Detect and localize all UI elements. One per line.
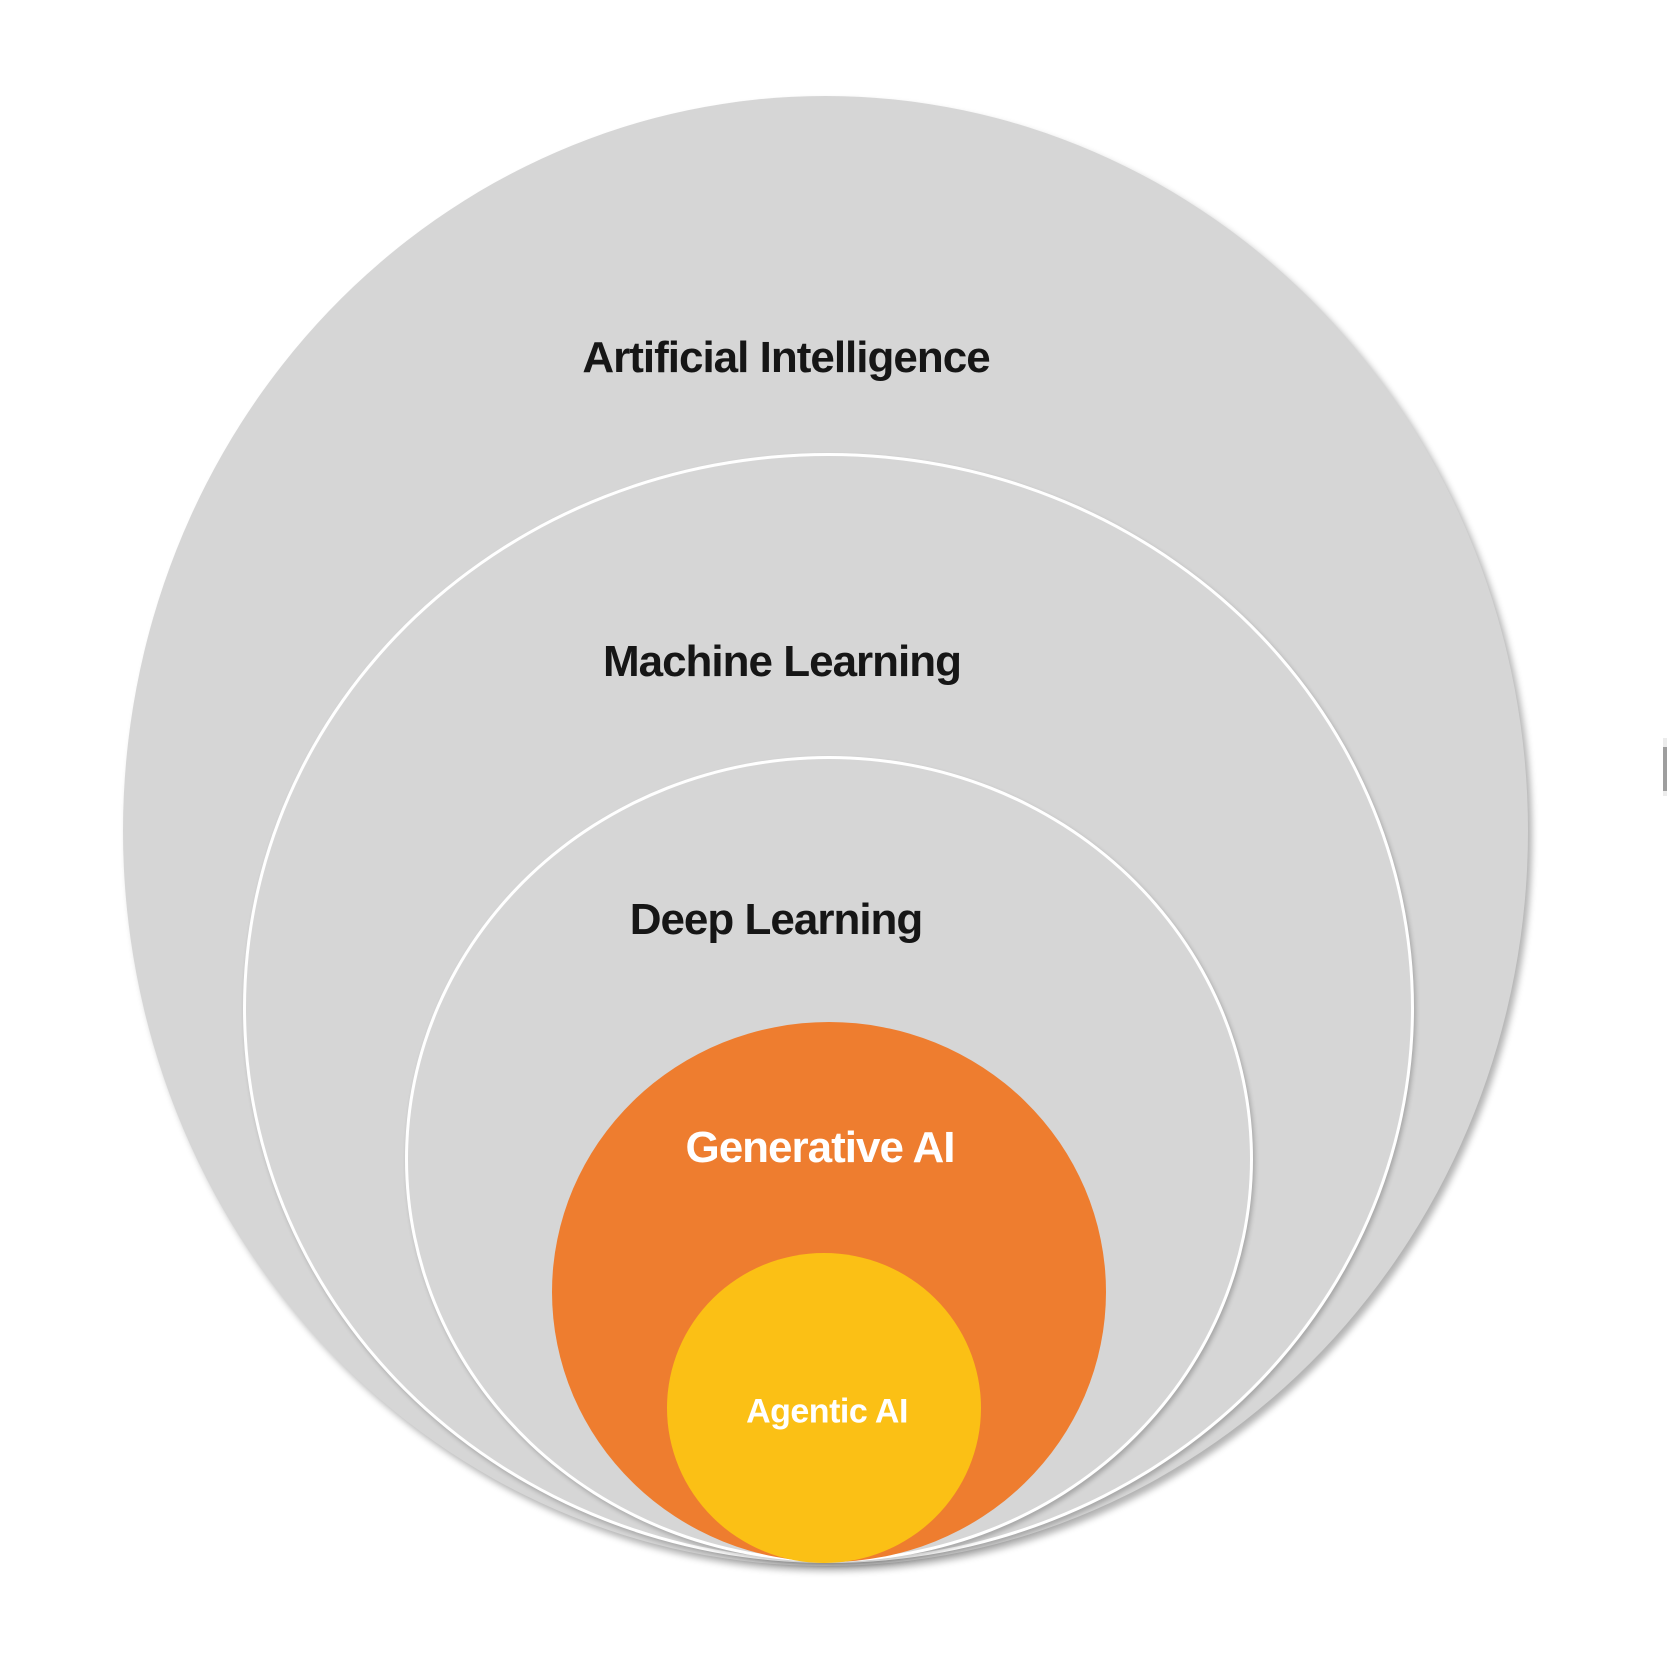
label-machine-learning: Machine Learning [602, 637, 962, 686]
label-deep-learning: Deep Learning [629, 895, 924, 944]
label-generative-ai: Generative AI [685, 1123, 955, 1172]
label-artificial-intelligence: Artificial Intelligence [582, 333, 990, 382]
label-agentic-ai: Agentic AI [746, 1392, 908, 1431]
scrollbar-thumb[interactable] [1663, 747, 1667, 791]
circle-agentic-ai [667, 1253, 981, 1563]
